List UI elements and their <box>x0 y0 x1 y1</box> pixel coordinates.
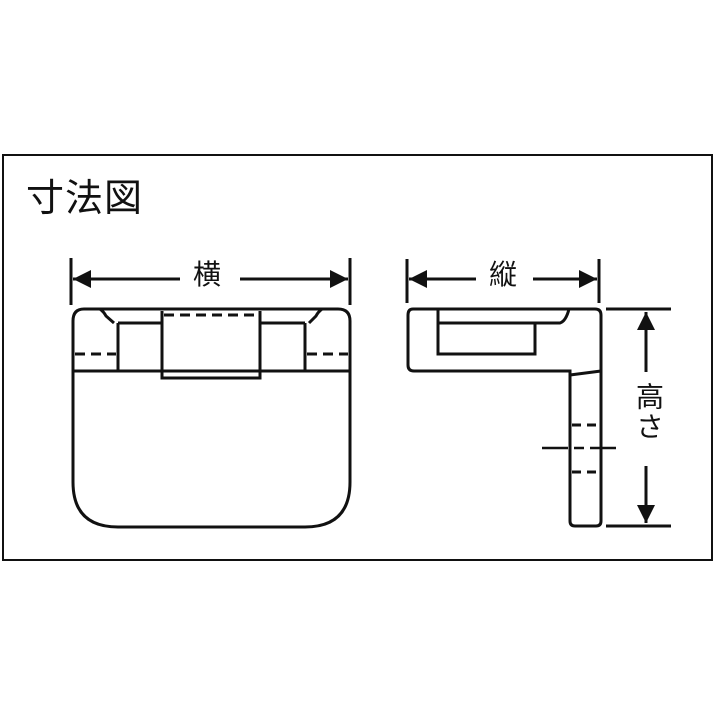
depth-label: 縦 <box>489 258 518 291</box>
width-label: 横 <box>193 258 222 291</box>
side-view <box>405 259 671 528</box>
height-label: 高さ <box>632 382 665 442</box>
front-view <box>69 258 352 529</box>
diagram-title: 寸法図 <box>26 176 144 220</box>
diagram-frame <box>2 154 713 561</box>
